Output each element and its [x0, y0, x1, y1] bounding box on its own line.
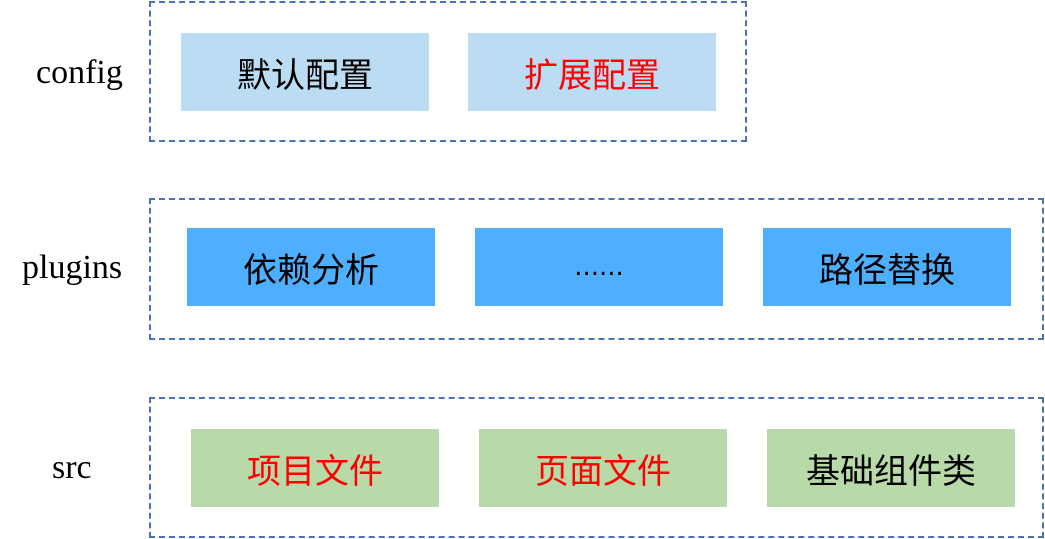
src-group [149, 397, 1044, 538]
src-box-page-files: 页面文件 [479, 429, 727, 507]
plugins-box-ellipsis: ...... [475, 228, 723, 306]
config-box-extended-label: 扩展配置 [524, 55, 660, 96]
src-box-project-files: 项目文件 [191, 429, 439, 507]
plugins-box-ellipsis-label: ...... [574, 252, 624, 282]
config-box-default-label: 默认配置 [237, 55, 373, 96]
src-box-page-files-label: 页面文件 [535, 451, 671, 492]
layer-label-plugins: plugins [22, 249, 123, 286]
src-box-base-component-classes-label: 基础组件类 [806, 451, 976, 492]
src-box-project-files-label: 项目文件 [247, 451, 383, 492]
plugins-box-path-replace: 路径替换 [763, 228, 1011, 306]
plugins-box-dependency-analysis: 依赖分析 [187, 228, 435, 306]
config-box-default: 默认配置 [181, 33, 429, 111]
config-group [149, 1, 747, 142]
layer-label-src: src [52, 449, 92, 486]
plugins-box-path-replace-label: 路径替换 [819, 250, 955, 291]
plugins-group [149, 198, 1044, 340]
config-box-extended: 扩展配置 [468, 33, 716, 111]
layer-label-config: config [36, 54, 123, 91]
src-box-base-component-classes: 基础组件类 [767, 429, 1015, 507]
plugins-box-dependency-analysis-label: 依赖分析 [243, 250, 379, 291]
